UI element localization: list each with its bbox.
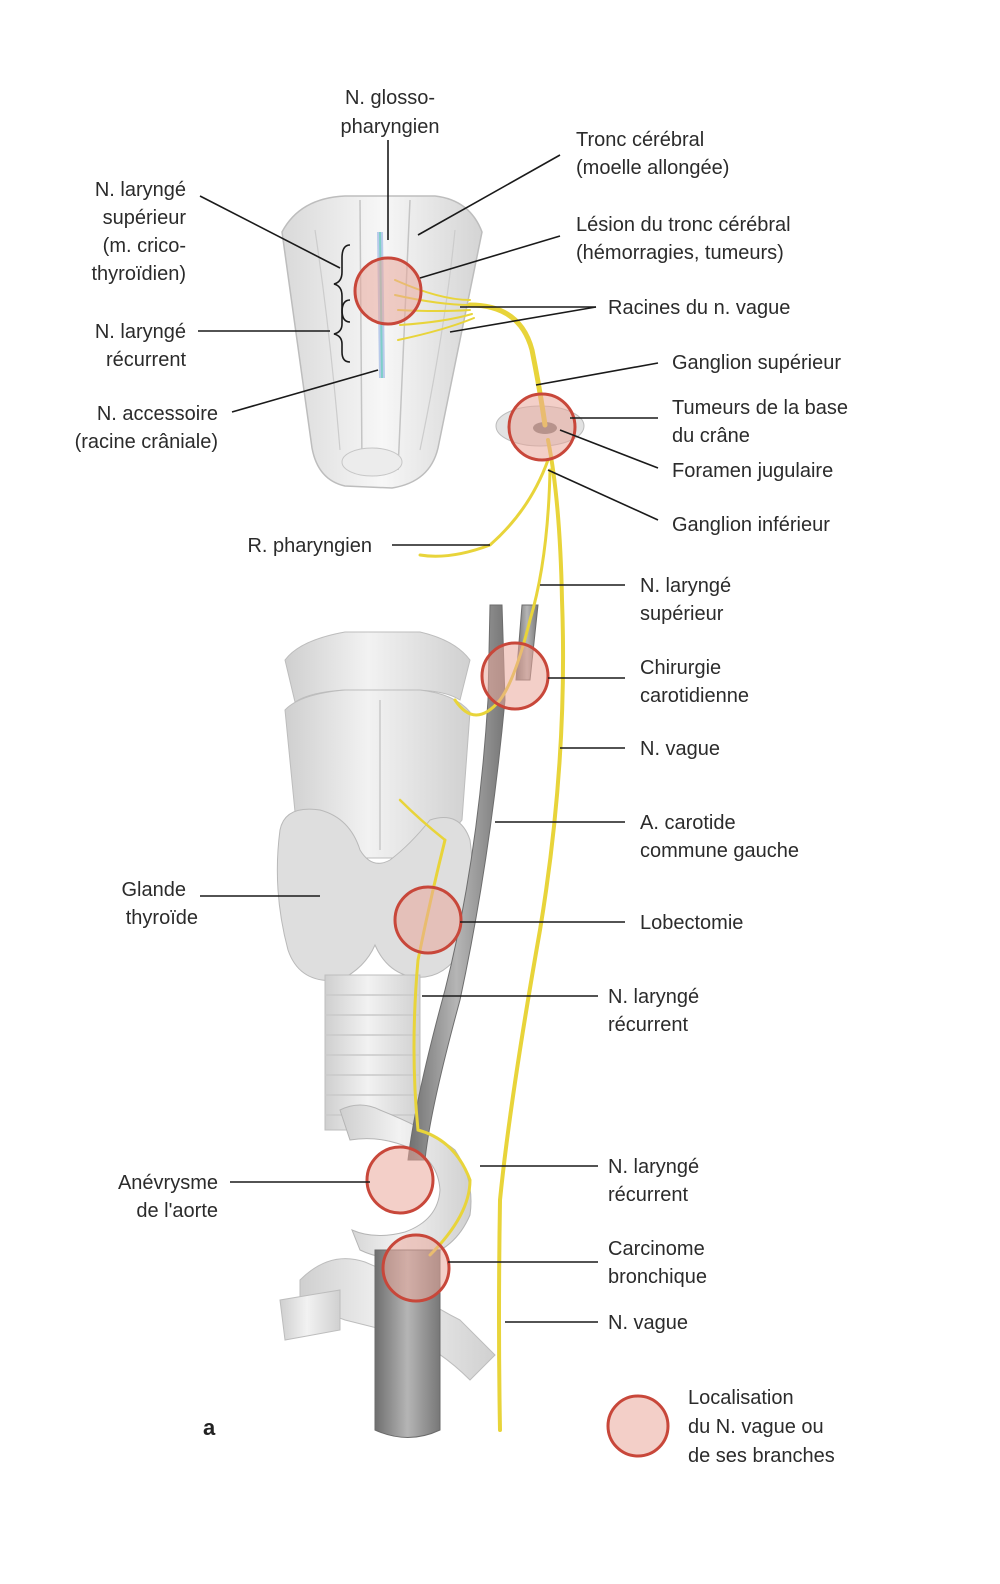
legend: Localisation du N. vague ou de ses branc… [606, 1387, 835, 1467]
label-racines: Racines du n. vague [608, 297, 790, 319]
label-glosso-line1: N. glosso- [345, 87, 435, 109]
lesion-brainstem [353, 256, 423, 326]
label-lar-rec-right1-1: N. laryngé [608, 986, 699, 1008]
label-carotide-1: A. carotide [640, 812, 736, 834]
legend-line3: de ses branches [688, 1445, 835, 1467]
figure-tag: a [203, 1415, 216, 1440]
labels: N. glosso- pharyngien Tronc cérébral (mo… [75, 87, 848, 1334]
label-accessoire-1: N. accessoire [97, 403, 218, 425]
label-lar-rec-right2-2: récurrent [608, 1184, 688, 1206]
label-chirurgie-2: carotidienne [640, 685, 749, 707]
nucleus-brace [333, 244, 351, 363]
label-lar-sup-left-1: N. laryngé [95, 179, 186, 201]
label-lesion-line1: Lésion du tronc cérébral [576, 214, 791, 236]
label-ganglion-inf: Ganglion inférieur [672, 514, 830, 536]
label-ganglion-sup: Ganglion supérieur [672, 352, 841, 374]
label-lar-sup-right-2: supérieur [640, 603, 724, 625]
legend-swatch [606, 1394, 670, 1458]
label-lesion-line2: (hémorragies, tumeurs) [576, 242, 784, 264]
label-lar-rec-right2-1: N. laryngé [608, 1156, 699, 1178]
label-lar-sup-left-2: supérieur [103, 207, 187, 229]
label-chirurgie-1: Chirurgie [640, 657, 721, 679]
label-glande-2: thyroïde [126, 907, 198, 929]
label-foramen: Foramen jugulaire [672, 460, 833, 482]
legend-line1: Localisation [688, 1387, 794, 1409]
label-r-pharyngien: R. pharyngien [247, 535, 372, 557]
lesion-skull-base [507, 392, 577, 462]
neck-organs-illustration [276, 604, 539, 1438]
legend-line2: du N. vague ou [688, 1416, 824, 1438]
label-tumeurs-line2: du crâne [672, 425, 750, 447]
label-tronc-line1: Tronc cérébral [576, 129, 704, 151]
leader-lines [198, 140, 659, 1323]
label-lar-sup-left-4: thyroïdien) [92, 263, 187, 285]
label-lobectomie: Lobectomie [640, 912, 743, 934]
lesion-bronchial-carcinoma [381, 1233, 451, 1303]
label-carotide-2: commune gauche [640, 840, 799, 862]
brainstem-illustration [281, 195, 483, 489]
label-anevrysme-2: de l'aorte [136, 1200, 218, 1222]
label-glande-1: Glande [122, 879, 187, 901]
lesion-carotid-surgery [480, 641, 550, 711]
lesion-sites [353, 256, 577, 1303]
lesion-lobectomy [393, 885, 463, 955]
label-lar-sup-left-3: (m. crico- [103, 235, 186, 257]
label-tronc-line2: (moelle allongée) [576, 157, 729, 179]
label-lar-sup-right-1: N. laryngé [640, 575, 731, 597]
label-vague-1: N. vague [640, 738, 720, 760]
label-lar-rec-right1-2: récurrent [608, 1014, 688, 1036]
label-glosso-line2: pharyngien [341, 116, 440, 138]
label-tumeurs-line1: Tumeurs de la base [672, 397, 848, 419]
label-accessoire-2: (racine crâniale) [75, 431, 218, 453]
label-vague-2: N. vague [608, 1312, 688, 1334]
label-lar-rec-left-1: N. laryngé [95, 321, 186, 343]
label-carcinome-1: Carcinome [608, 1238, 705, 1260]
lesion-aortic-aneurysm [365, 1145, 435, 1215]
label-carcinome-2: bronchique [608, 1266, 707, 1288]
label-lar-rec-left-2: récurrent [106, 349, 186, 371]
label-anevrysme-1: Anévrysme [118, 1172, 218, 1194]
